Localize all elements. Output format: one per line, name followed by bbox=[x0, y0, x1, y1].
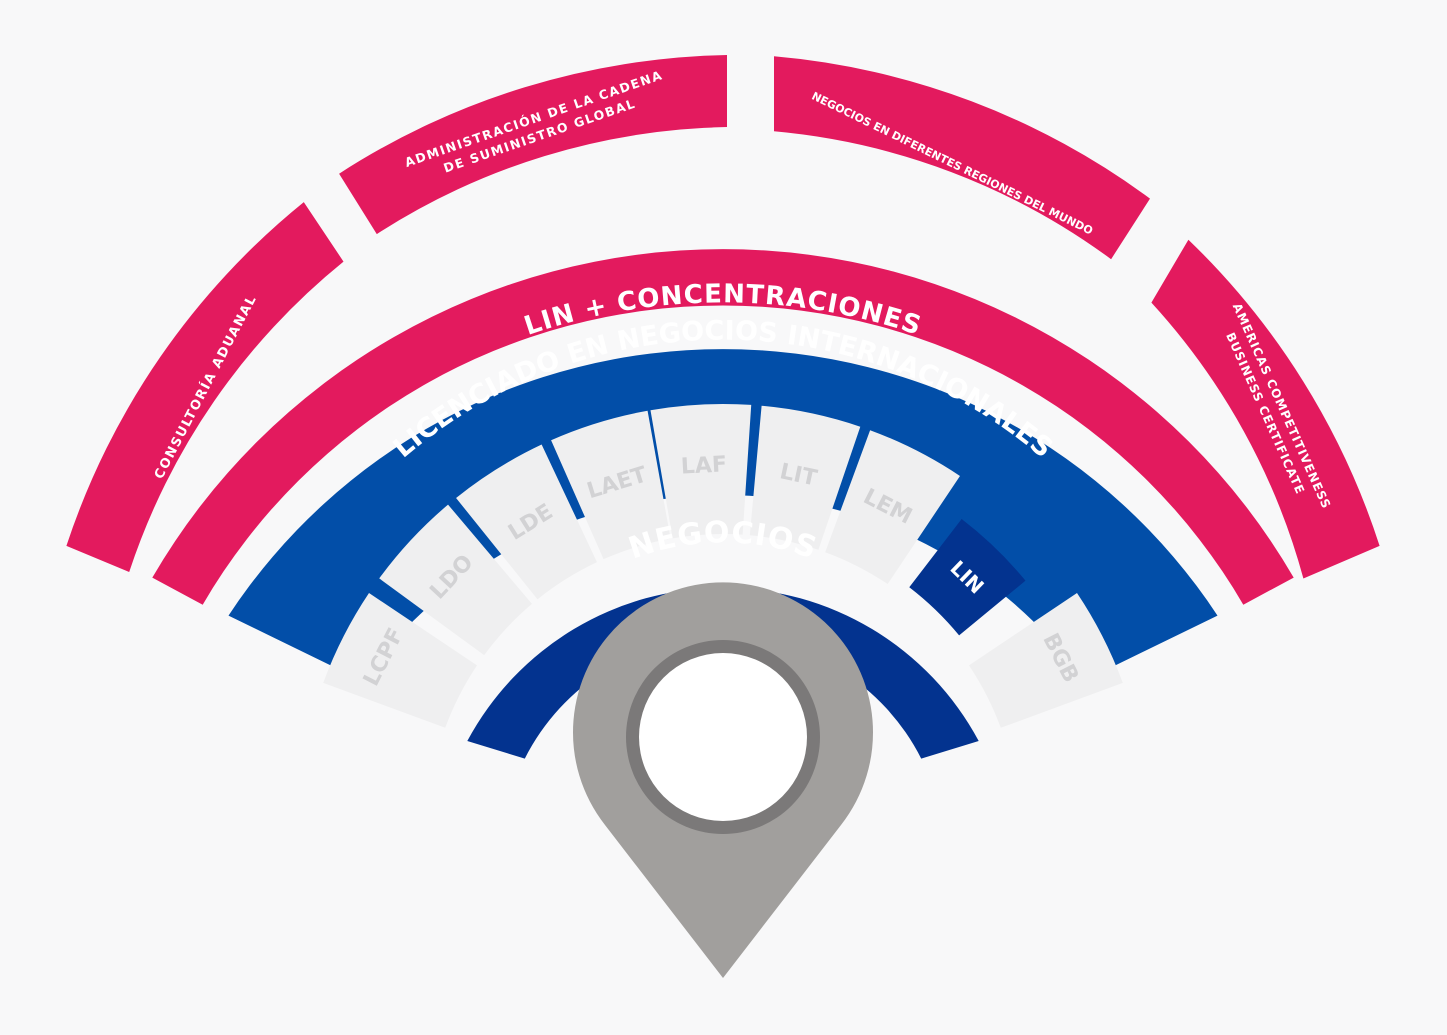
segment-consultoria-aduanal[interactable] bbox=[66, 202, 344, 572]
program-tile-laet[interactable] bbox=[551, 410, 671, 560]
program-tile-lem[interactable] bbox=[825, 430, 960, 585]
program-tile-lcpf[interactable] bbox=[323, 593, 478, 728]
location-pin-icon bbox=[572, 582, 873, 978]
program-tile-lit[interactable] bbox=[749, 405, 861, 550]
band-lin-concentraciones[interactable] bbox=[152, 249, 1294, 605]
segment-americas-competitiveness[interactable] bbox=[1151, 239, 1380, 579]
program-label-laf: LAF bbox=[680, 452, 727, 479]
program-tile-ldo[interactable] bbox=[379, 504, 532, 656]
segment-administracion-cadena[interactable] bbox=[339, 55, 727, 235]
program-tile-lde[interactable] bbox=[456, 444, 597, 600]
program-tile-laf[interactable] bbox=[650, 404, 752, 539]
program-tile-bgb[interactable] bbox=[968, 593, 1123, 728]
band-negocios[interactable] bbox=[467, 587, 979, 759]
band-licenciado[interactable] bbox=[228, 349, 1218, 681]
program-tile-lin[interactable] bbox=[909, 519, 1026, 636]
segment-negocios-regiones[interactable] bbox=[774, 56, 1150, 260]
